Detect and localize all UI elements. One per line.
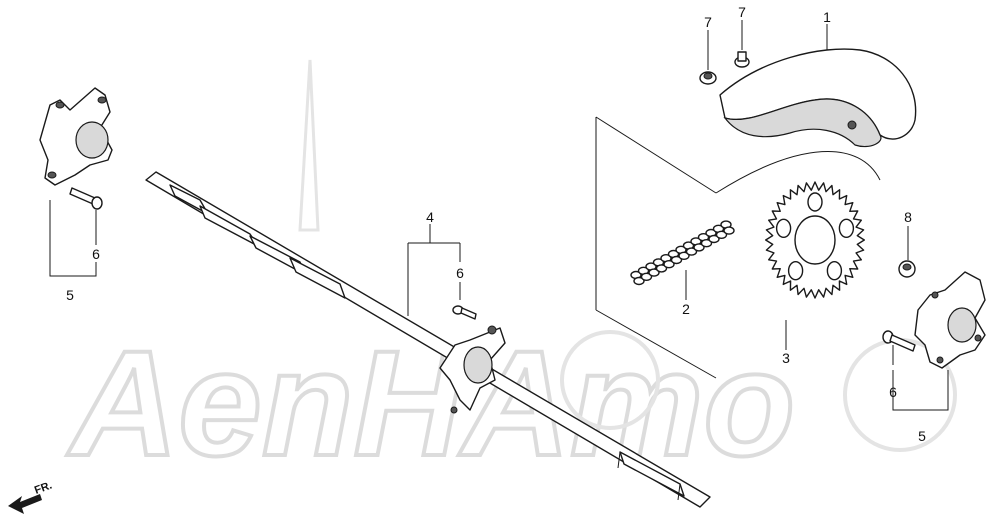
callout-6-middle: 6 — [456, 265, 464, 281]
hub-left — [39, 87, 113, 186]
bolt-6-right — [882, 330, 916, 352]
watermark-wheel — [560, 330, 660, 430]
callout-1: 1 — [823, 9, 831, 25]
nut-7-left — [699, 71, 717, 85]
front-direction-indicator: FR. — [8, 479, 54, 514]
watermark-spire — [298, 59, 320, 232]
chain-link — [685, 247, 698, 256]
bolt-6-middle — [452, 305, 477, 320]
chain-link — [700, 238, 713, 248]
chain-link — [708, 234, 720, 244]
callout-3: 3 — [782, 350, 790, 366]
nut-7-right — [734, 51, 750, 68]
hub-right — [914, 271, 986, 369]
nut-8 — [898, 260, 916, 278]
chain-link — [633, 276, 645, 286]
sprocket-center — [794, 215, 836, 265]
axle-hub-flange — [439, 325, 506, 414]
callout-5-left: 5 — [66, 287, 74, 303]
callout-4: 4 — [426, 209, 434, 225]
chain-link — [715, 230, 728, 240]
callout-6-right: 6 — [889, 384, 897, 400]
leader-lines — [49, 20, 949, 411]
front-arrow-icon — [8, 494, 42, 514]
rear-axle — [145, 171, 711, 508]
chain-link — [678, 251, 690, 261]
drive-chain — [630, 220, 735, 286]
callout-7-left: 7 — [704, 14, 712, 30]
front-label: FR. — [33, 479, 54, 496]
chain-link — [663, 260, 675, 269]
sprocket-cutout — [787, 261, 804, 281]
chain-link — [648, 268, 660, 277]
sprocket-cutout — [838, 218, 855, 239]
chain-link — [640, 272, 653, 281]
chain-outline — [715, 150, 881, 194]
chain-outline — [595, 116, 717, 379]
chain-link — [693, 243, 705, 252]
sprocket-cutout — [807, 192, 823, 212]
callout-6-left: 6 — [92, 246, 100, 262]
callout-5-right: 5 — [918, 428, 926, 444]
chain-link — [723, 226, 735, 235]
chain-link — [670, 255, 683, 265]
chain-guard — [719, 48, 917, 148]
sprocket-cutout — [775, 218, 792, 239]
callout-7-right: 7 — [738, 4, 746, 20]
sprocket-cutout — [826, 261, 843, 281]
sprocket — [765, 181, 865, 299]
callout-8: 8 — [904, 209, 912, 225]
callouts: 1 2 3 4 5 5 6 6 6 7 7 8 — [66, 4, 926, 444]
callout-2: 2 — [682, 301, 690, 317]
chain-link — [655, 264, 668, 273]
bolt-6-left — [69, 187, 103, 210]
